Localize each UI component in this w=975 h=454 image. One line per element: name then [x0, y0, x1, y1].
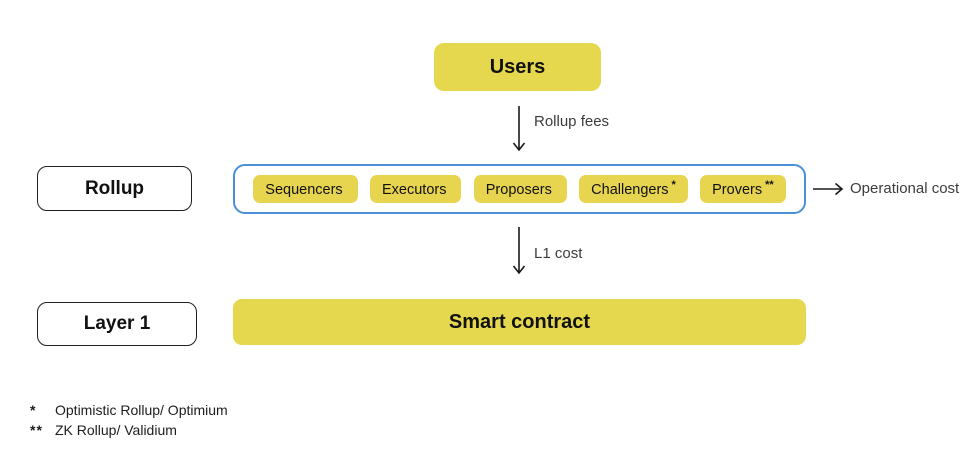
footnote-text: ZK Rollup/ Validium: [55, 422, 177, 438]
layer1-row-label: Layer 1: [37, 302, 197, 346]
footnote-text: Optimistic Rollup/ Optimium: [55, 402, 228, 418]
footnote-zk: ** ZK Rollup/ Validium: [30, 422, 228, 438]
l1-cost-label: L1 cost: [534, 245, 583, 262]
footnote-optimistic: * Optimistic Rollup/ Optimium: [30, 402, 228, 418]
smart-contract-label: Smart contract: [448, 310, 591, 333]
layer1-row-label-text: Layer 1: [83, 313, 151, 334]
rollup-components-container: Sequencers Executors Proposers Challenge…: [233, 164, 806, 214]
pill-label: Proposers: [485, 181, 552, 198]
pill-label: Provers: [712, 181, 763, 198]
arrow-down-icon: [512, 106, 526, 152]
footnotes: * Optimistic Rollup/ Optimium ** ZK Roll…: [30, 402, 228, 442]
rollup-fees-label: Rollup fees: [534, 113, 610, 130]
pill-challengers: Challengers*: [579, 174, 688, 204]
users-node-label: Users: [489, 55, 546, 78]
pill-label: Challengers: [591, 181, 669, 198]
pill-footnote-marker: **: [765, 178, 774, 191]
footnote-marker: *: [30, 402, 37, 418]
pill-provers: Provers**: [700, 174, 786, 204]
pill-sequencers: Sequencers: [253, 174, 358, 204]
operational-cost-label: Operational cost: [850, 180, 960, 197]
rollup-row-label: Rollup: [37, 166, 192, 211]
pill-footnote-marker: *: [671, 178, 676, 191]
pill-label: Executors: [381, 181, 447, 198]
smart-contract-node: Smart contract: [233, 299, 806, 345]
users-node: Users: [434, 43, 601, 91]
arrow-down-icon: [512, 227, 526, 275]
arrow-right-icon: [813, 182, 844, 196]
pill-proposers: Proposers: [473, 174, 567, 204]
pill-label: Sequencers: [265, 181, 343, 198]
rollup-row-label-text: Rollup: [84, 177, 145, 199]
footnote-marker: **: [30, 422, 43, 438]
pill-executors: Executors: [369, 174, 462, 204]
